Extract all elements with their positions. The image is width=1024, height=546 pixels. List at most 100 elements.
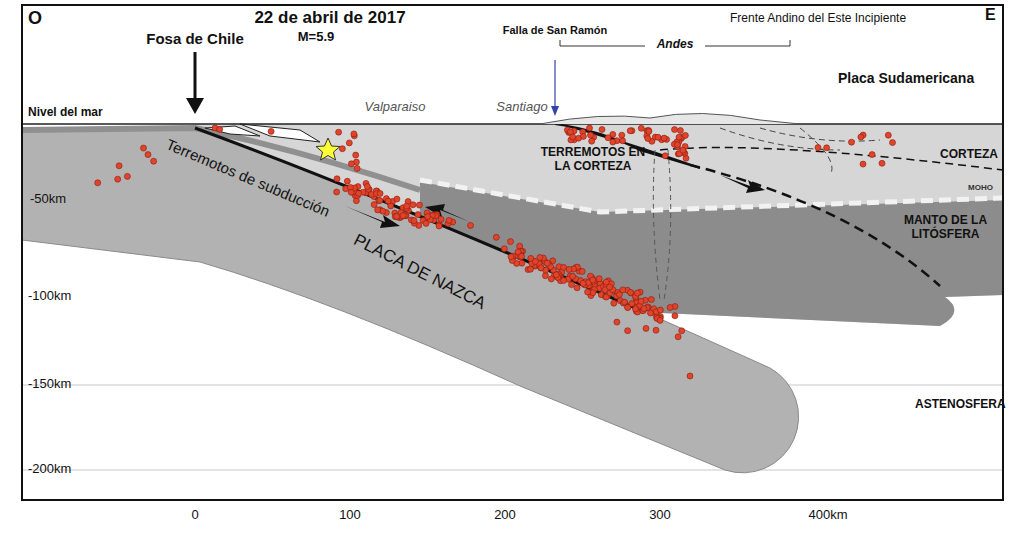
layer-label: MANTO DE LA LITÓSFERA: [893, 214, 998, 242]
earthquake-dot: [614, 319, 620, 325]
earthquake-dot: [599, 127, 605, 133]
earthquake-dots: [95, 125, 896, 379]
earthquake-dot: [687, 373, 693, 379]
trench-arrow: [194, 52, 197, 100]
earthquake-dot: [394, 213, 400, 219]
earthquake-dot: [646, 128, 652, 134]
sea-level-label: Nivel del mar: [28, 106, 103, 120]
depth-label: -100km: [28, 289, 71, 304]
compass-label: O: [28, 8, 42, 29]
earthquake-dot: [354, 165, 360, 171]
earthquake-dot: [605, 135, 611, 141]
earthquake-dot: [501, 246, 507, 252]
earthquake-dot: [371, 202, 377, 208]
earthquake-dot: [544, 260, 550, 266]
earthquake-dot: [436, 223, 442, 229]
earthquake-dot: [570, 273, 576, 279]
earthquake-dot: [415, 212, 421, 218]
earthquake-dot: [648, 310, 654, 316]
grid-line: [22, 470, 1003, 471]
event-date: 22 de abril de 2017: [254, 8, 405, 28]
earthquake-dot: [348, 189, 354, 195]
earthquake-dot: [620, 138, 626, 144]
earthquake-dot: [538, 265, 544, 271]
earthquake-dot: [423, 220, 429, 226]
earthquake-dot: [879, 160, 885, 166]
earthquake-dot: [364, 184, 370, 190]
earthquake-dot: [334, 189, 340, 195]
earthquake-dot: [356, 190, 362, 196]
earthquake-dot: [677, 128, 683, 134]
grid-line: [22, 385, 1003, 386]
epicenter-star: [316, 138, 340, 160]
distance-label: 100: [339, 508, 361, 523]
earthquake-dot: [849, 139, 855, 145]
earthquake-dot: [680, 147, 686, 153]
earthquake-dot: [567, 129, 573, 135]
depth-label: -200km: [28, 462, 71, 477]
layer-label: ASTENOSFERA: [915, 398, 1006, 412]
magnitude-label: M=5.9: [298, 30, 335, 45]
earthquake-dot: [653, 327, 659, 333]
depth-label: -150km: [28, 377, 71, 392]
earthquake-dot: [679, 328, 685, 334]
earthquake-dot: [619, 132, 625, 138]
distance-label: 400km: [808, 508, 847, 523]
earthquake-dot: [425, 214, 431, 220]
earthquake-dot: [336, 129, 342, 135]
earthquake-dot: [385, 198, 391, 204]
earthquake-dot: [446, 217, 452, 223]
earthquake-dot: [672, 127, 678, 133]
earthquake-dot: [348, 161, 354, 167]
earthquake-dot: [468, 223, 474, 229]
earthquake-dot: [95, 180, 101, 186]
earthquake-dot: [824, 145, 830, 151]
earthquake-dot: [508, 254, 514, 260]
earthquake-dot: [667, 305, 673, 311]
earthquake-dot: [537, 255, 543, 261]
fault-arrowhead: [551, 106, 559, 116]
distance-label: 200: [494, 508, 516, 523]
earthquake-dot: [377, 191, 383, 197]
earthquake-dot: [858, 134, 864, 140]
earthquake-dot: [661, 135, 667, 141]
earthquake-dot: [643, 325, 649, 331]
trench-arrowhead: [186, 98, 204, 114]
nazca-plate: [22, 128, 799, 473]
earthquake-dot: [596, 276, 602, 282]
region-label: TERREMOTOS EN LA CORTEZA: [537, 146, 649, 174]
compass-label: E: [985, 6, 996, 24]
lithosphere-fault: [690, 165, 940, 286]
earthquake-dot: [674, 142, 680, 148]
crust-fault: [720, 128, 880, 175]
earthquake-dot: [580, 280, 586, 286]
distance-label: 300: [649, 508, 671, 523]
earthquake-dot: [115, 176, 121, 182]
earthquake-dot: [625, 328, 631, 334]
earthquake-dot: [611, 300, 617, 306]
earthquake-dot: [662, 153, 668, 159]
motion-arrow: [345, 206, 400, 228]
earthquake-dot: [508, 239, 514, 245]
earthquake-dot: [627, 128, 633, 134]
earthquake-dot: [400, 213, 406, 219]
earthquake-dot: [645, 136, 651, 142]
earthquake-dot: [641, 306, 647, 312]
earthquake-dot: [217, 126, 223, 132]
sea-level-line: [22, 123, 1003, 125]
earthquake-dot: [569, 282, 575, 288]
layer-label: CORTEZA: [940, 148, 998, 162]
fault-label: Falla de San Ramón: [503, 24, 608, 37]
earthquake-dot: [674, 141, 680, 147]
fault-arrow: [554, 60, 555, 108]
city-label: Valparaiso: [365, 100, 426, 115]
earthquake-dot: [603, 279, 609, 285]
earthquake-dot: [815, 145, 821, 151]
earthquake-dot: [377, 198, 383, 204]
earthquake-dot: [538, 265, 544, 271]
earthquake-dot: [672, 313, 678, 319]
earthquake-dot: [528, 266, 534, 272]
motion-arrow: [720, 175, 765, 193]
